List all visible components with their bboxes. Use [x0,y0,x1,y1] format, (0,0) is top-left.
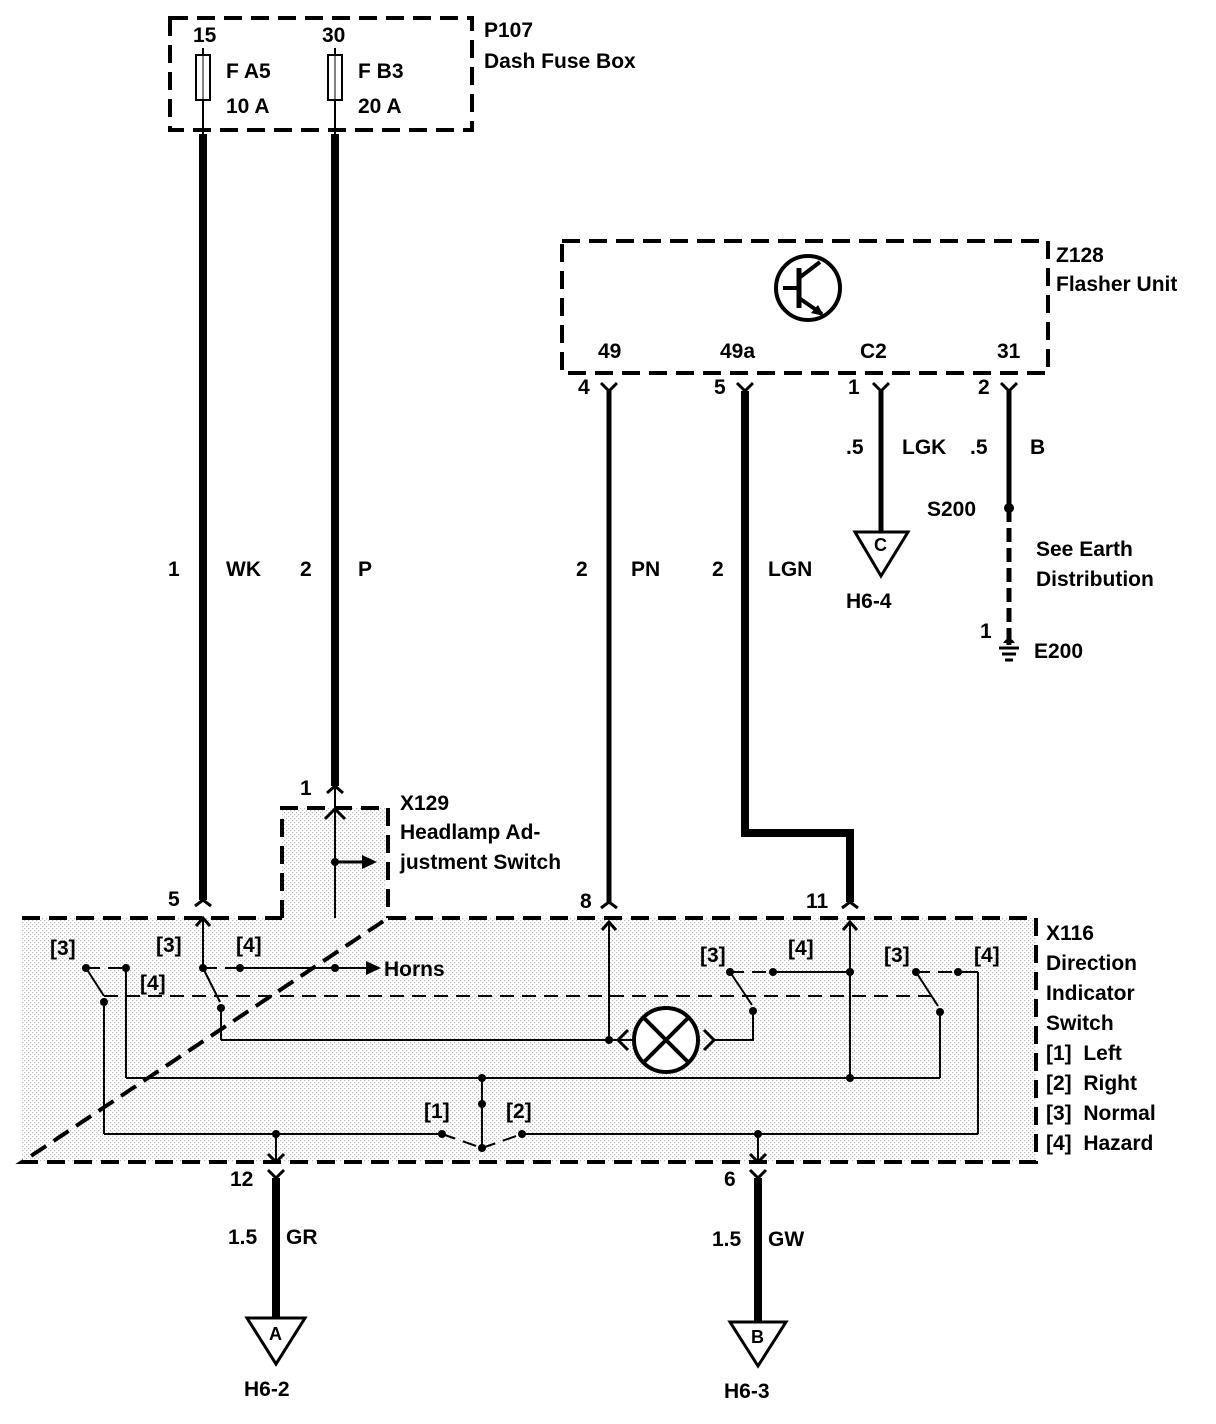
wire-lgn-color: LGN [768,558,812,581]
conn-pin-2: 2 [978,376,990,399]
sw1-label-3: [3] [50,937,76,960]
flasher-pin-31: 31 [997,340,1021,363]
fuse-b-pin: 30 [322,24,345,47]
sw2-label-4: [4] [236,934,262,957]
wire-p-color: P [358,558,372,581]
sw3-label-4: [4] [788,937,814,960]
connector-c-triangle [852,530,911,579]
connector-c-letter: C [874,535,887,555]
sw-label-1: [1] [424,1100,450,1123]
sw4-label-3: [3] [884,944,910,967]
legend-left: [1] Left [1046,1042,1122,1065]
flasher-unit-z128: 49 49a C2 31 Z128 Flasher Unit [560,239,1177,375]
wire-wk-num: 1 [168,558,180,581]
connector-b-ref: H6-3 [724,1380,770,1403]
headlamp-line1: Headlamp Ad- [400,821,540,844]
legend-hazard: [4] Hazard [1046,1132,1153,1155]
indicator-line3: Switch [1046,1012,1114,1035]
sw1-label-4: [4] [140,972,166,995]
fuse-a-name: F A5 [226,60,271,83]
fuse-box-p107: 15 30 F A5 10 A F B3 20 A P107 Dash Fuse… [168,16,636,134]
wire-p-num: 2 [300,558,312,581]
connector-a-letter: A [269,1324,282,1344]
wire-lgn-num: 2 [712,558,724,581]
ground-icon [999,638,1019,662]
fuse-a-pin: 15 [193,24,217,47]
legend-normal: [3] Normal [1046,1102,1156,1125]
connector-a-triangle [244,1316,308,1367]
wire-lgn [741,391,854,902]
indicator-switch-x116: 5 8 11 Horns [3] [4] [3] [4] [15,888,1156,1165]
conn-pin-1: 1 [848,376,860,399]
connector-b-triangle [727,1320,789,1369]
splice-label: S200 [927,498,976,521]
flasher-pin-49: 49 [598,340,621,363]
connector-b-letter: B [751,1327,764,1347]
indicator-id: X116 [1046,922,1094,945]
conn-pin-5: 5 [714,376,726,399]
sw-label-2: [2] [506,1100,532,1123]
flasher-name: Flasher Unit [1056,273,1177,296]
wire-gr-color: GR [286,1226,318,1249]
wire-pn-num: 2 [576,558,588,581]
headlamp-pin: 1 [300,777,312,800]
flasher-id: Z128 [1056,244,1104,267]
pin-6: 6 [724,1168,736,1191]
wire-b-size: .5 [970,436,988,459]
wire-gw-size: 1.5 [712,1228,742,1251]
wire-lgk-color: LGK [902,436,946,459]
indicator-line2: Indicator [1046,982,1135,1005]
earth-note-1: See Earth [1036,538,1133,561]
fuse-box-name: Dash Fuse Box [484,50,636,73]
wire-b-color: B [1030,436,1045,459]
conn-pin-4: 4 [578,376,590,399]
fuse-b-name: F B3 [358,60,404,83]
transistor-icon [774,254,842,322]
wire-wk-color: WK [226,558,261,581]
horns-label: Horns [384,958,445,981]
headlamp-switch-x129: 1 X129 Headlamp Ad- justment Switch [280,777,561,968]
connector-a-ref: H6-2 [244,1378,290,1401]
flasher-pin-49a: 49a [720,340,755,363]
indicator-line1: Direction [1046,952,1137,975]
wire-gr-size: 1.5 [228,1226,258,1249]
legend-right: [2] Right [1046,1072,1137,1095]
headlamp-line2: justment Switch [399,851,561,874]
fuse-a-rating: 10 A [226,95,270,118]
headlamp-id: X129 [400,792,449,815]
pin-11: 11 [806,890,829,913]
wire-gw-color: GW [768,1228,804,1251]
earth-note-2: Distribution [1036,568,1154,591]
wire-lgk-size: .5 [846,436,864,459]
fuse-b-rating: 20 A [358,95,402,118]
pin-12: 12 [230,1168,253,1191]
earth-pin: 1 [980,620,992,643]
wire-pn-color: PN [631,558,660,581]
connector-c-ref: H6-4 [846,590,892,613]
splice-s200 [1004,503,1014,513]
ground-label: E200 [1034,640,1083,663]
sw2-label-3: [3] [156,934,182,957]
pin-5: 5 [168,888,180,911]
fuse-box-id: P107 [484,19,533,42]
sw3-label-3: [3] [700,944,726,967]
pin-8: 8 [580,890,592,913]
sw4-label-4: [4] [974,944,1000,967]
flasher-connectors: 4 5 1 2 [578,376,1019,399]
flasher-pin-c2: C2 [860,340,887,363]
